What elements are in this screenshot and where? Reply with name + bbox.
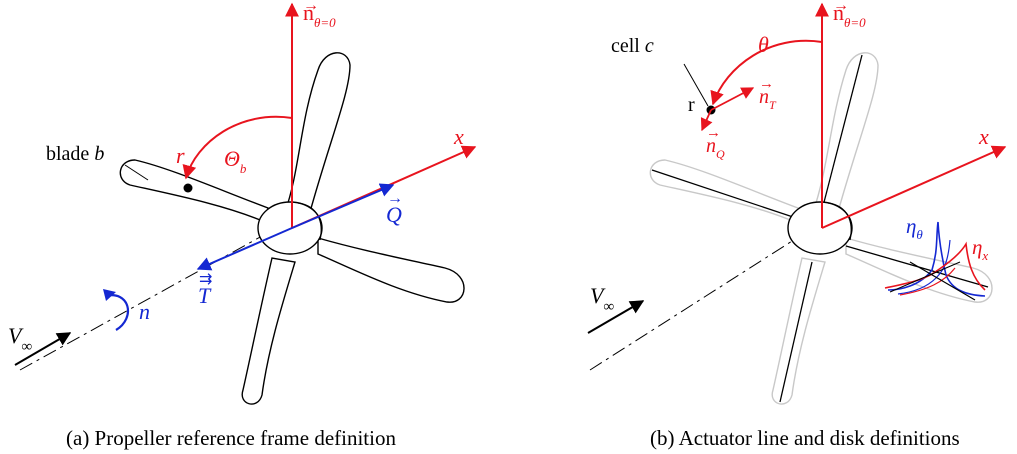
freestream-arrow-b <box>587 300 645 334</box>
ghost-blade-left <box>649 159 799 223</box>
blade-left <box>119 159 269 223</box>
eta-x-curve-2 <box>899 267 956 296</box>
angle-arc-b <box>710 39 823 106</box>
caption-b: (b) Actuator line and disk definitions <box>650 426 960 450</box>
propeller-blades <box>119 52 465 405</box>
normal-axis-a-label: nθ=0 <box>303 0 336 30</box>
eta-x-label: ηx <box>972 235 988 263</box>
radius-a-label: r <box>176 143 185 168</box>
blade-right <box>317 237 465 303</box>
torque-label: Q <box>386 202 402 227</box>
ghost-blade-lower <box>771 257 826 405</box>
rotation-arc-head <box>103 289 116 301</box>
n-torque-vector <box>700 109 713 132</box>
panel-b: nθ=0 → x V∞ θ cell c r nT → nQ → ηθ <box>587 0 1007 450</box>
normal-axis-b-label: nθ=0 <box>833 0 866 30</box>
normal-axis-b-vec-mark: → <box>833 0 849 14</box>
radius-point-a <box>183 183 193 193</box>
rotation-label: n <box>139 299 150 324</box>
panel-a: nθ=0 → x Q → T ⇉ n V∞ Θb r blade b (a) P… <box>8 0 477 450</box>
normal-axis-a-vec-mark: → <box>303 0 319 14</box>
n-thrust-vec-mark: → <box>759 76 774 92</box>
eta-distributions <box>884 221 986 301</box>
thrust-vec-mark: ⇉ <box>199 271 212 288</box>
n-thrust-label: nT <box>759 86 777 112</box>
eta-theta-curve-2 <box>897 239 951 295</box>
ghost-blade-upper <box>812 52 879 213</box>
x-axis-b-label: x <box>978 124 989 149</box>
eta-theta-label: ηθ <box>906 214 923 242</box>
x-axis-b <box>821 145 1007 229</box>
angle-b-label: θ <box>758 32 769 57</box>
rotation-axis-line-b <box>589 235 801 371</box>
x-axis-a-label: x <box>453 124 464 149</box>
eta-theta-curve <box>887 221 986 297</box>
actuator-line-upper <box>821 54 863 211</box>
actuator-line-lower <box>779 261 813 403</box>
blade-label: blade b <box>46 143 104 165</box>
freestream-arrow-a <box>14 332 72 366</box>
hub-b <box>787 201 853 255</box>
ghost-blade-right <box>845 237 993 303</box>
n-torque-vec-mark: → <box>706 125 721 141</box>
freestream-b-label: V∞ <box>590 283 614 315</box>
cell-leader-line <box>683 63 709 107</box>
eta-baseline-2 <box>889 261 961 293</box>
freestream-a-label: V∞ <box>8 323 32 355</box>
torque-vec-mark: → <box>387 190 403 207</box>
eta-baseline <box>909 261 976 301</box>
thrust-label: T <box>198 283 212 308</box>
thrust-vector <box>196 227 293 271</box>
n-torque-label: nQ <box>706 135 725 161</box>
actuator-line-left <box>651 169 797 219</box>
cell-label: cell c <box>611 35 654 57</box>
blade-leader-line <box>124 164 149 181</box>
caption-a: (a) Propeller reference frame definition <box>66 426 396 450</box>
blade-upper <box>284 52 351 213</box>
rotation-axis-line <box>19 235 263 371</box>
angle-a-label: Θb <box>224 146 247 176</box>
n-thrust-vector <box>710 87 755 111</box>
radius-b-label: r <box>688 94 695 116</box>
torque-vector <box>291 183 395 229</box>
angle-arc-a <box>182 115 293 180</box>
blade-lower <box>241 257 296 405</box>
